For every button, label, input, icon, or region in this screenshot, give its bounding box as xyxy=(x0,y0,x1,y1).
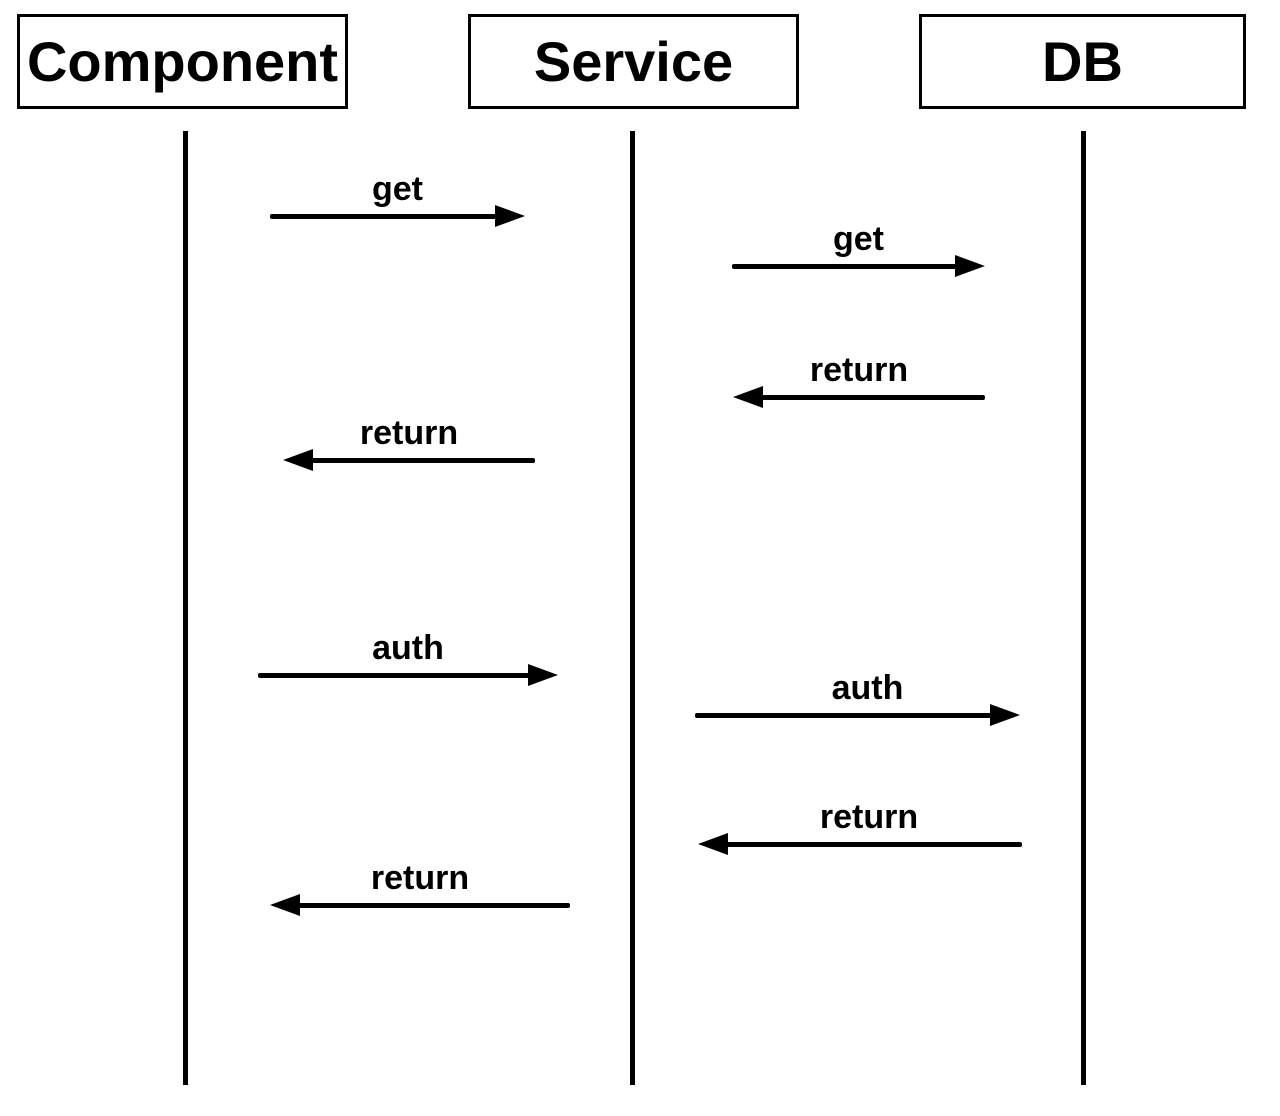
arrowhead-right-icon xyxy=(528,664,558,686)
arrow-shaft xyxy=(722,842,1022,847)
message-label: get xyxy=(833,220,884,258)
arrow-shaft xyxy=(307,458,535,463)
message-label: return xyxy=(819,798,919,836)
actor-label-db: DB xyxy=(1042,29,1123,93)
message-get-component-to-service: get xyxy=(270,156,525,227)
arrow-shaft xyxy=(757,395,985,400)
actor-box-db: DB xyxy=(919,14,1246,109)
arrow-shaft xyxy=(732,264,961,269)
message-auth-service-to-db: auth xyxy=(695,655,1020,726)
arrow-shaft xyxy=(258,673,534,678)
arrowhead-right-icon xyxy=(990,704,1020,726)
message-label: return xyxy=(809,351,909,389)
message-auth-component-to-service: auth xyxy=(258,615,558,686)
message-get-service-to-db: get xyxy=(732,206,985,277)
message-return-db-to-service: return xyxy=(733,337,985,408)
arrowhead-left-icon xyxy=(733,386,763,408)
arrow-shaft xyxy=(294,903,570,908)
actor-label-service: Service xyxy=(533,29,734,93)
message-label: auth xyxy=(372,629,444,667)
arrow-shaft xyxy=(270,214,501,219)
message-label: return xyxy=(370,859,470,897)
arrowhead-left-icon xyxy=(698,833,728,855)
lifeline-component xyxy=(183,131,188,1085)
arrowhead-left-icon xyxy=(270,894,300,916)
arrowhead-right-icon xyxy=(495,205,525,227)
lifeline-db xyxy=(1081,131,1086,1085)
message-return-service-to-component: return xyxy=(283,400,535,471)
message-label: auth xyxy=(831,669,904,707)
lifeline-service xyxy=(630,131,635,1085)
message-label: get xyxy=(372,170,423,208)
actor-label-component: Component xyxy=(26,29,339,93)
arrowhead-right-icon xyxy=(955,255,985,277)
arrowhead-left-icon xyxy=(283,449,313,471)
message-return-service-to-component-2: return xyxy=(270,845,570,916)
message-label: return xyxy=(359,414,459,452)
arrow-shaft xyxy=(695,713,996,718)
message-return-db-to-service-2: return xyxy=(698,784,1022,855)
actor-box-service: Service xyxy=(468,14,799,109)
actor-box-component: Component xyxy=(17,14,348,109)
